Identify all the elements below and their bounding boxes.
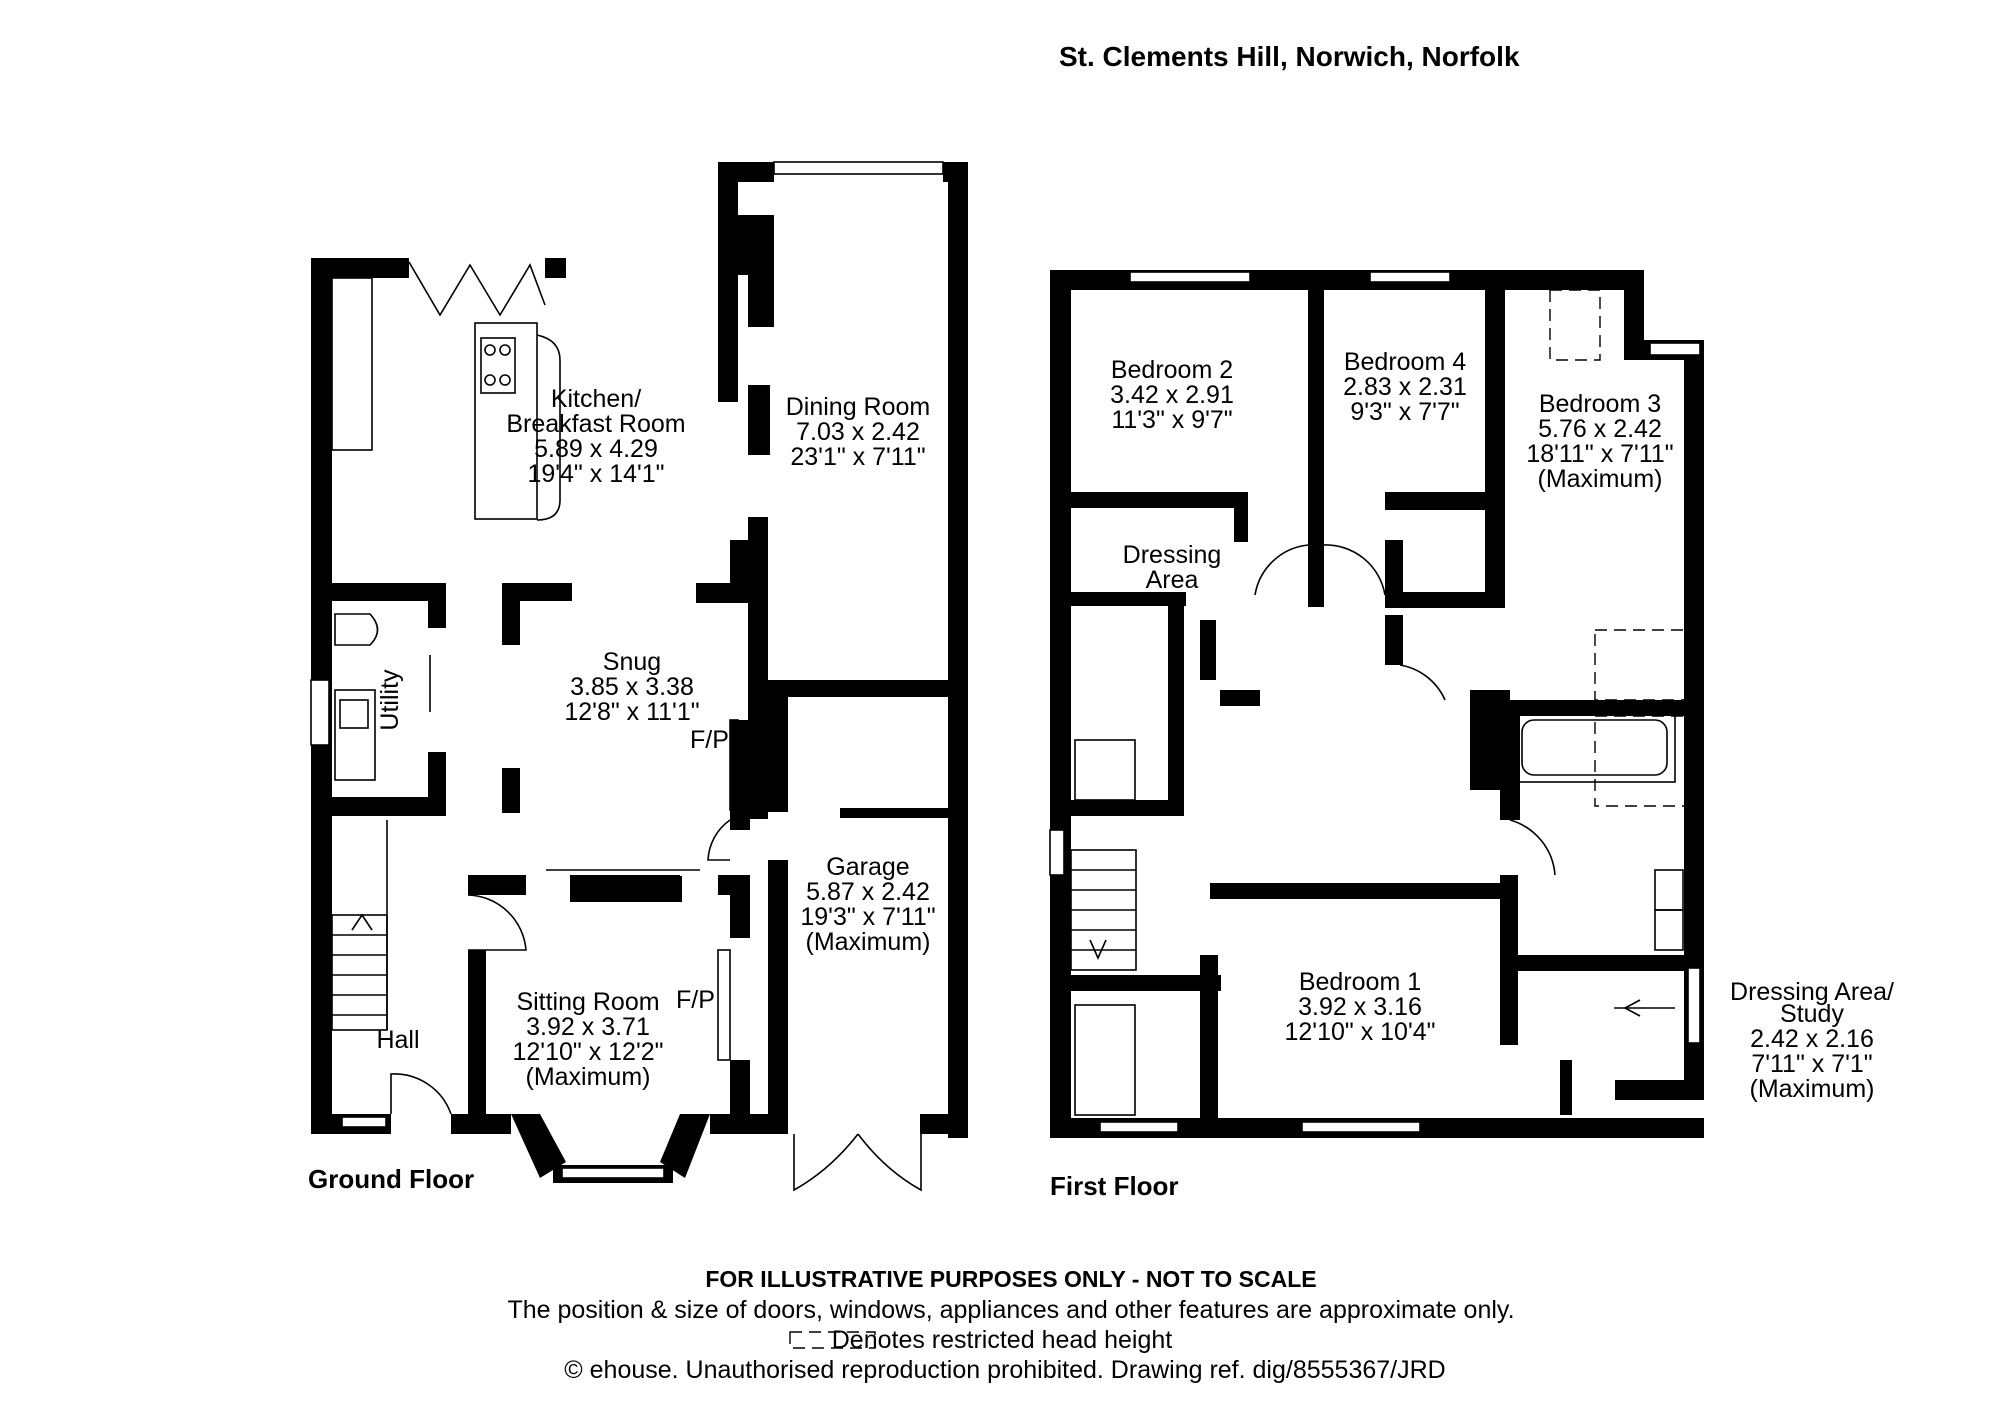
bedroom-2-label-line: 11'3" x 9'7"	[1111, 406, 1232, 434]
sitting-label-line: 12'10" x 12'2"	[512, 1038, 663, 1066]
bedroom-1-label-line: Bedroom 1	[1299, 968, 1421, 996]
legend-text: Denotes restricted head height	[832, 1326, 1173, 1354]
dressing-study-label-line: 7'11" x 7'1"	[1751, 1050, 1872, 1078]
approximation-note: The position & size of doors, windows, a…	[507, 1296, 1514, 1324]
room-label-bedroom-3: Bedroom 3 5.76 x 2.42 18'11" x 7'11" (Ma…	[1526, 390, 1673, 493]
ground-floor-labels: Kitchen/ Breakfast Room 5.89 x 4.29 19'4…	[308, 385, 936, 1194]
ground-floor-title: Ground Floor	[308, 1164, 474, 1194]
kitchen-label-line: Kitchen/	[551, 385, 641, 413]
kitchen-label-line: 5.89 x 4.29	[534, 435, 658, 463]
dressing-study-label-line: 2.42 x 2.16	[1750, 1025, 1874, 1053]
garage-label-line: (Maximum)	[806, 928, 931, 956]
bedroom-3-label-line: 5.76 x 2.42	[1538, 415, 1662, 443]
bedroom-1-label-line: 3.92 x 3.16	[1298, 993, 1422, 1021]
snug-label-line: 3.85 x 3.38	[570, 673, 694, 701]
room-label-garage: Garage 5.87 x 2.42 19'3" x 7'11" (Maximu…	[800, 853, 935, 956]
dressing-study-label-line: Study	[1780, 1000, 1844, 1028]
sitting-label-line: (Maximum)	[526, 1063, 651, 1091]
address-title: St. Clements Hill, Norwich, Norfolk	[1059, 41, 1520, 72]
snug-label-line: Snug	[603, 648, 661, 676]
footer: FOR ILLUSTRATIVE PURPOSES ONLY - NOT TO …	[507, 1266, 1514, 1384]
room-label-bedroom-1: Bedroom 1 3.92 x 3.16 12'10" x 10'4"	[1284, 968, 1435, 1046]
room-label-dining: Dining Room 7.03 x 2.42 23'1" x 7'11"	[786, 393, 931, 471]
bedroom-3-label-line: 18'11" x 7'11"	[1526, 440, 1673, 468]
dressing-study-label-line: Dressing Area/	[1730, 978, 1894, 1006]
bedroom-1-label-line: 12'10" x 10'4"	[1284, 1018, 1435, 1046]
room-label-bedroom-2: Bedroom 2 3.42 x 2.91 11'3" x 9'7"	[1110, 356, 1234, 434]
fireplace-label: F/P	[676, 986, 715, 1014]
copyright-text: © ehouse. Unauthorised reproduction proh…	[564, 1356, 1445, 1384]
room-label-kitchen: Kitchen/ Breakfast Room 5.89 x 4.29 19'4…	[506, 385, 685, 488]
dressing-area-label-line: Dressing	[1123, 541, 1222, 569]
first-floor-title: First Floor	[1050, 1171, 1179, 1201]
room-label-bedroom-4: Bedroom 4 2.83 x 2.31 9'3" x 7'7"	[1343, 348, 1467, 426]
restricted-height-legend-icon	[789, 1331, 876, 1349]
sitting-label-line: 3.92 x 3.71	[526, 1013, 650, 1041]
ground-floor-plan	[310, 161, 968, 1192]
dining-label-line: Dining Room	[786, 393, 931, 421]
room-label-utility: Utility	[376, 669, 404, 731]
dressing-area-label-line: Area	[1146, 566, 1199, 594]
bedroom-3-label-line: (Maximum)	[1538, 465, 1663, 493]
kitchen-label-line: 19'4" x 14'1"	[527, 460, 664, 488]
room-label-sitting: Sitting Room 3.92 x 3.71 12'10" x 12'2" …	[512, 988, 663, 1091]
first-floor-labels: Bedroom 2 3.42 x 2.91 11'3" x 9'7" Bedro…	[1050, 348, 1894, 1201]
bedroom-3-label-line: Bedroom 3	[1539, 390, 1661, 418]
garage-label-line: 19'3" x 7'11"	[800, 903, 935, 931]
dressing-study-label-line: (Maximum)	[1750, 1075, 1875, 1103]
kitchen-label-line: Breakfast Room	[506, 410, 685, 438]
fireplace-label: F/P	[690, 726, 729, 754]
room-label-snug: Snug 3.85 x 3.38 12'8" x 11'1"	[564, 648, 699, 726]
bedroom-2-label-line: 3.42 x 2.91	[1110, 381, 1234, 409]
dining-label-line: 23'1" x 7'11"	[790, 443, 925, 471]
garage-label-line: 5.87 x 2.42	[806, 878, 930, 906]
bedroom-2-label-line: Bedroom 2	[1111, 356, 1233, 384]
first-floor-plan	[1049, 270, 1704, 1138]
room-label-hall: Hall	[376, 1026, 419, 1054]
garage-label-line: Garage	[826, 853, 909, 881]
bedroom-4-label-line: 2.83 x 2.31	[1343, 373, 1467, 401]
snug-label-line: 12'8" x 11'1"	[564, 698, 699, 726]
room-label-dressing-study: Dressing Area/ Study 2.42 x 2.16 7'11" x…	[1730, 978, 1894, 1103]
room-label-dressing-area: Dressing Area	[1123, 541, 1222, 594]
bedroom-4-label-line: Bedroom 4	[1344, 348, 1466, 376]
sitting-label-line: Sitting Room	[516, 988, 659, 1016]
disclaimer-text: FOR ILLUSTRATIVE PURPOSES ONLY - NOT TO …	[705, 1266, 1316, 1292]
dining-label-line: 7.03 x 2.42	[796, 418, 920, 446]
bedroom-4-label-line: 9'3" x 7'7"	[1350, 398, 1459, 426]
